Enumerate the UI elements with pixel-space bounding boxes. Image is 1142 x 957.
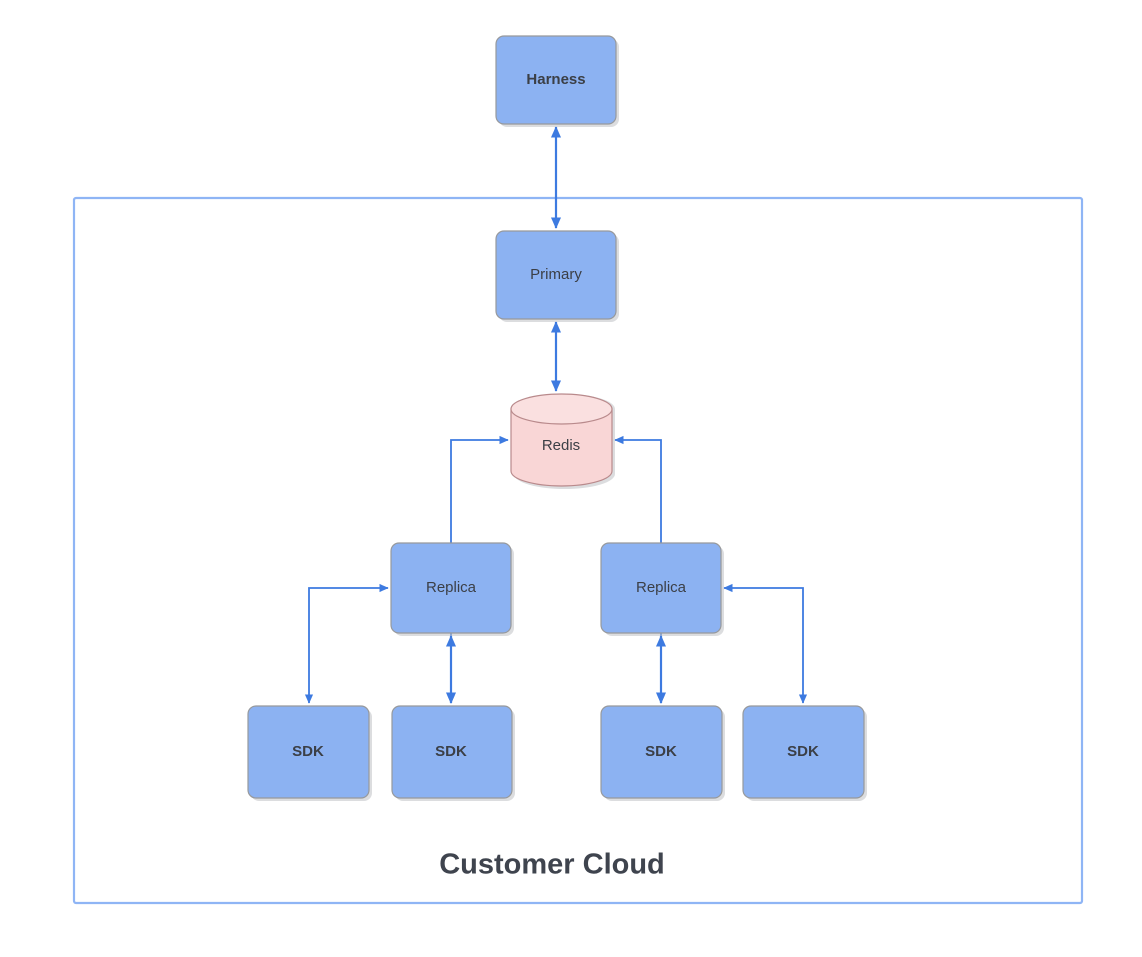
harness-box[interactable] <box>495 35 617 125</box>
customer-cloud-label: Customer Cloud <box>439 849 665 881</box>
sdk-1-label: SDK <box>292 743 324 760</box>
node-sdk-4[interactable]: SDK <box>742 705 867 801</box>
redis-label: Redis <box>542 437 580 454</box>
edge-replica-2-sdk-4 <box>723 583 808 704</box>
customer-cloud-group: Customer Cloud <box>72 196 1084 905</box>
customer-cloud-frame <box>72 196 1084 905</box>
sdk-2-label: SDK <box>435 743 467 760</box>
node-redis[interactable]: Redis <box>510 393 615 490</box>
harness-label: Harness <box>526 71 585 88</box>
node-replica-1[interactable]: Replica <box>390 542 514 636</box>
sdk-4-box[interactable] <box>742 705 865 799</box>
sdk-3-label: SDK <box>645 743 677 760</box>
primary-label: Primary <box>530 266 582 283</box>
redis-body[interactable] <box>510 408 613 487</box>
sdk-3-box[interactable] <box>600 705 723 799</box>
node-primary[interactable]: Primary <box>495 230 619 322</box>
replica-1-box[interactable] <box>390 542 512 634</box>
replica-1-label: Replica <box>426 579 477 596</box>
replica-2-box[interactable] <box>600 542 722 634</box>
node-harness[interactable]: Harness <box>495 35 619 127</box>
primary-box[interactable] <box>495 230 617 320</box>
node-replica-2[interactable]: Replica <box>600 542 724 636</box>
node-sdk-3[interactable]: SDK <box>600 705 725 801</box>
sdk-4-label: SDK <box>787 743 819 760</box>
redis-top <box>510 393 613 425</box>
node-sdk-2[interactable]: SDK <box>391 705 515 801</box>
edge-replica-1-sdk-1 <box>304 583 389 704</box>
sdk-1-box[interactable] <box>247 705 370 799</box>
sdk-2-box[interactable] <box>391 705 513 799</box>
node-sdk-1[interactable]: SDK <box>247 705 372 801</box>
replica-2-label: Replica <box>636 579 687 596</box>
edge-layer <box>304 126 808 704</box>
